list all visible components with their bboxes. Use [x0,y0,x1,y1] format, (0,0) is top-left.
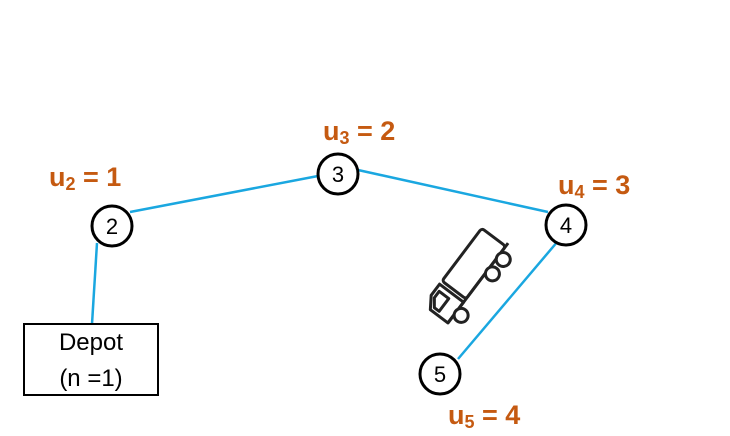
truck-rear-wheel [494,250,512,268]
u4-label: u4 = 3 [558,170,630,202]
u2-var: u [49,162,66,192]
depot-subtitle: (n =1) [59,365,122,392]
node-5-label: 5 [434,362,446,387]
node-3-label: 3 [332,162,344,187]
u5-var: u [448,400,465,430]
node-5: 5 [418,352,462,396]
truck-window [432,289,451,313]
node-3: 3 [316,152,360,196]
u5-sub: 5 [465,412,475,432]
edge-3-4 [357,168,549,214]
truck-front-wheel [452,306,470,324]
depot-title: Depot [59,329,123,356]
u3-sub: 3 [340,128,350,148]
node-3-circle [316,152,360,196]
u4-sub: 4 [575,182,585,202]
node-4: 4 [544,203,588,247]
u4-var: u [558,170,575,200]
node-5-circle [418,352,462,396]
edge-depot-2 [90,242,99,325]
u5-eq: = 4 [475,400,521,430]
u5-label: u5 = 4 [448,400,520,432]
edge-2-3 [129,174,319,214]
node-4-circle [544,203,588,247]
truck-mid-wheel [483,265,501,283]
node-2-circle [90,204,134,248]
u3-var: u [323,116,340,146]
node-4-label: 4 [560,213,572,238]
truck-icon [428,227,512,325]
edge-4-5 [457,240,559,360]
node-2-label: 2 [106,214,118,239]
u3-eq: = 2 [350,116,396,146]
u2-sub: 2 [66,174,76,194]
node-2: 2 [90,204,134,248]
u4-eq: = 3 [585,170,631,200]
depot-box [23,323,159,396]
u2-eq: = 1 [76,162,122,192]
u2-label: u2 = 1 [49,162,121,194]
depot-node: Depot (n =1) [23,323,159,396]
u3-label: u3 = 2 [323,116,395,148]
